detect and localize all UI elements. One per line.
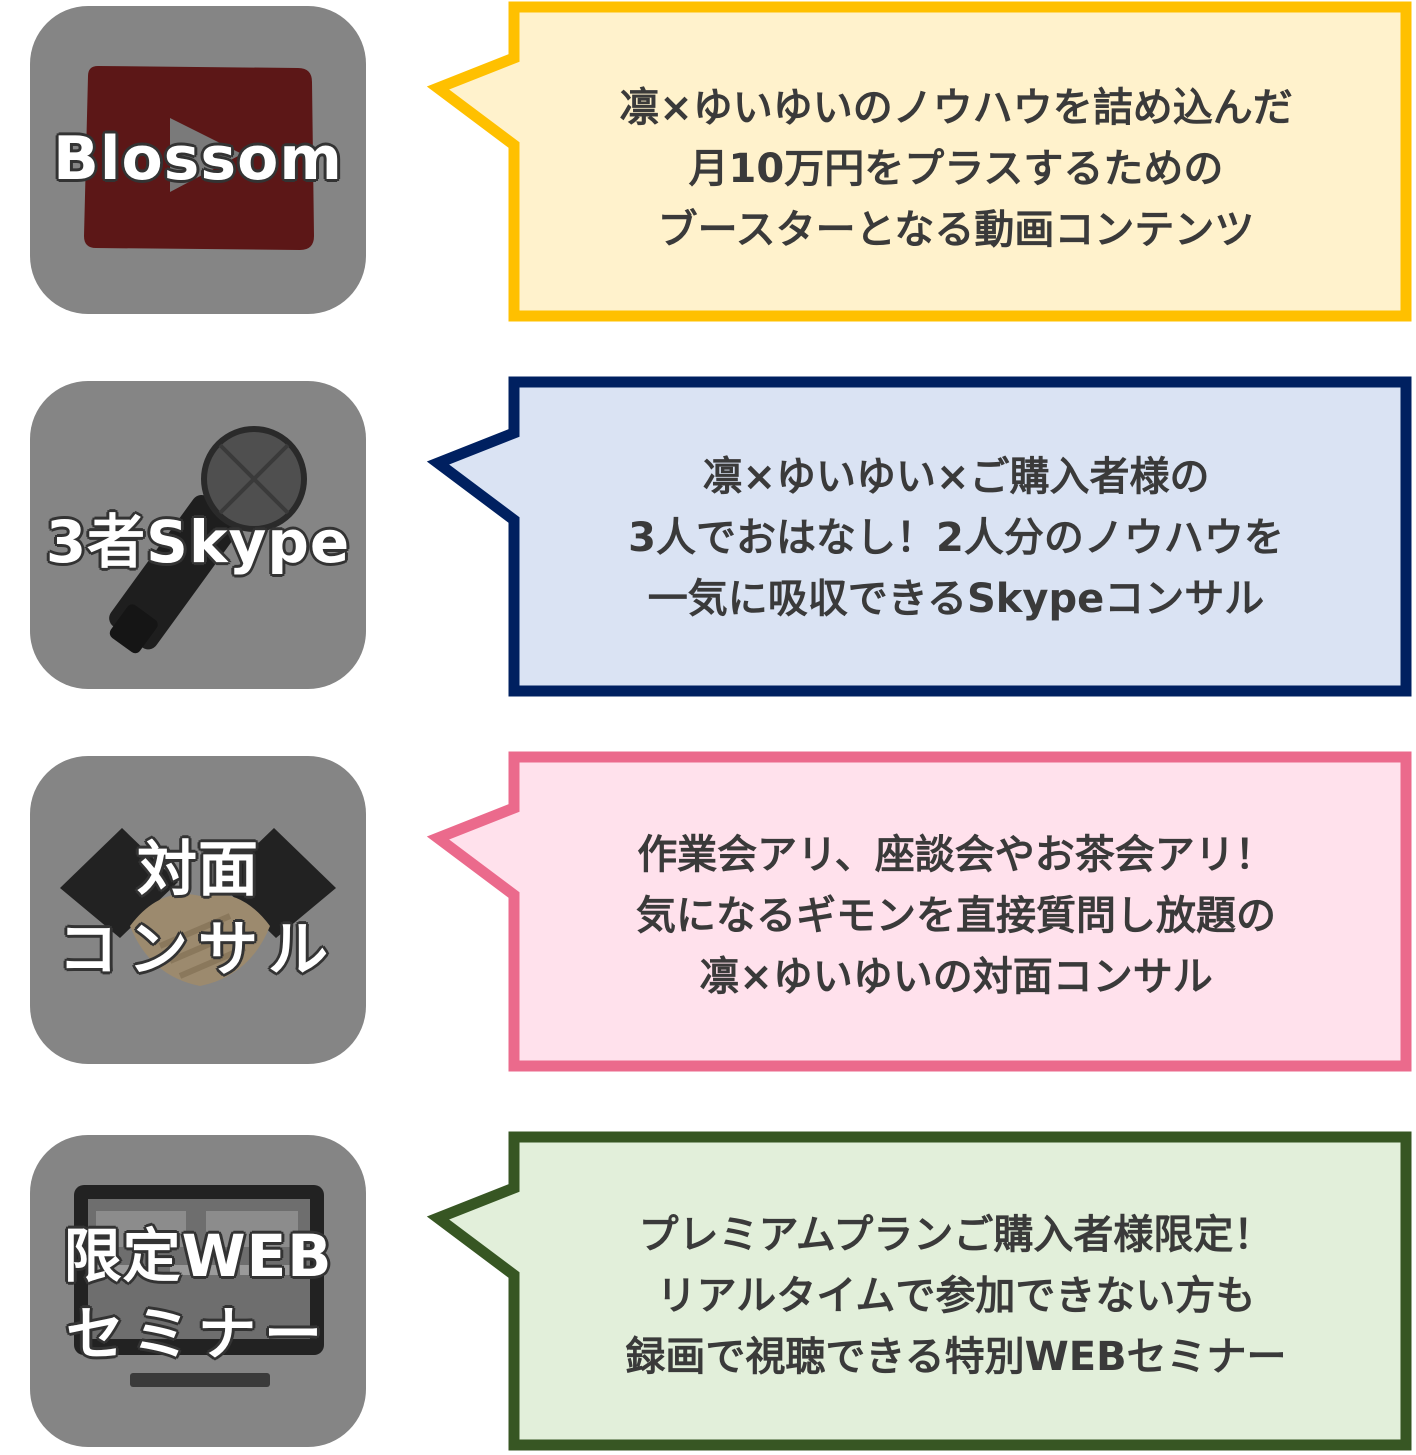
bubble-line: ブースターとなる動画コンテンツ <box>657 207 1255 253</box>
bubble-line: 3人でおはなし！2人分のノウハウを <box>628 515 1284 561</box>
bubble-line: 凛×ゆいゆいのノウハウを詰め込んだ <box>619 85 1293 131</box>
speech-bubble <box>426 1131 1412 1451</box>
bubble-line: 月10万円をプラスするための <box>688 146 1224 192</box>
bubble-line: 録画で視聴できる特別WEBセミナー <box>625 1334 1287 1380</box>
tile-label-line: セミナー <box>65 1300 330 1368</box>
bubble-line: 気になるギモンを直接質問し放題の <box>636 893 1276 939</box>
tile-label-line: 3者Skype <box>45 508 351 576</box>
bubble-text: 凛×ゆいゆい×ご購入者様の 3人でおはなし！2人分のノウハウを 一気に吸収できる… <box>516 447 1396 630</box>
bubble-line: プレミアムプランご購入者様限定！ <box>638 1212 1274 1258</box>
face-to-face-tile: 対面 コンサル <box>30 756 366 1064</box>
card-face-to-face: 対面 コンサル 作業会アリ、座談会やお茶会アリ！ 気になるギモンを直接質問し放題… <box>0 750 1416 1080</box>
tile-label-line: コンサル <box>58 915 338 985</box>
bubble-line: 凛×ゆいゆいの対面コンサル <box>699 954 1213 1000</box>
microphone-icon <box>109 426 307 654</box>
web-seminar-tile: 限定WEB セミナー <box>30 1135 366 1447</box>
bubble-line: 凛×ゆいゆい×ご購入者様の <box>702 454 1210 500</box>
bubble-line: 作業会アリ、座談会やお茶会アリ！ <box>637 832 1275 878</box>
tile-label-line: 対面 <box>137 835 259 905</box>
speech-bubble <box>426 1 1412 322</box>
bubble-line: リアルタイムで参加できない方も <box>656 1273 1256 1319</box>
bubble-shape <box>426 1131 1412 1451</box>
card-web-seminar: 限定WEB セミナー プレミアムプランご購入者様限定！ リアルタイムで参加できな… <box>0 1125 1416 1455</box>
monitor-icon <box>74 1185 324 1387</box>
bubble-shape <box>426 751 1412 1072</box>
handshake-icon <box>60 828 336 986</box>
skype-tile: 3者Skype <box>30 381 366 689</box>
bubble-shape <box>426 376 1412 697</box>
tile-label-line: Blossom <box>53 124 343 194</box>
speech-bubble <box>426 751 1412 1072</box>
bubble-text: 凛×ゆいゆいのノウハウを詰め込んだ 月10万円をプラスするための ブースターとな… <box>516 78 1396 261</box>
tile-label-line: 限定WEB <box>63 1222 333 1290</box>
bubble-text: 作業会アリ、座談会やお茶会アリ！ 気になるギモンを直接質問し放題の 凛×ゆいゆい… <box>516 825 1396 1008</box>
blossom-tile: Blossom <box>30 6 366 314</box>
bubble-line: 一気に吸収できるSkypeコンサル <box>647 576 1265 622</box>
speech-bubble <box>426 376 1412 697</box>
card-blossom: Blossom 凛×ゆいゆいのノウハウを詰め込んだ 月10万円をプラスするための… <box>0 0 1416 330</box>
bubble-text: プレミアムプランご購入者様限定！ リアルタイムで参加できない方も 録画で視聴でき… <box>516 1205 1396 1388</box>
bubble-shape <box>426 1 1412 322</box>
play-button-icon <box>84 66 314 250</box>
card-skype: 3者Skype 凛×ゆいゆい×ご購入者様の 3人でおはなし！2人分のノウハウを … <box>0 375 1416 705</box>
